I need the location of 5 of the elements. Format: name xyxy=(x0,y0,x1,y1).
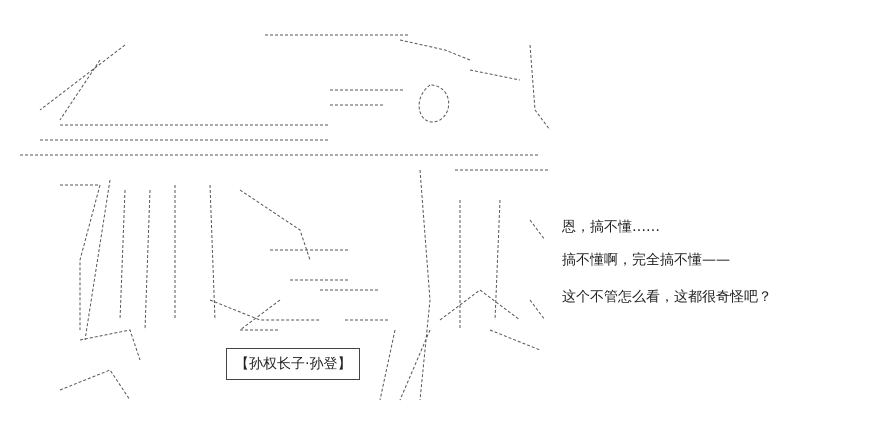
name-box xyxy=(226,348,360,380)
dialogue-text: 搞不懂啊，完全搞不懂—— xyxy=(562,251,730,269)
character-name: 【孙权长子·孙登】 xyxy=(235,356,352,372)
dialogue-text: 这个不管怎么看，这都很奇怪吧？ xyxy=(562,288,772,306)
dialogue-text: 恩，搞不懂…… xyxy=(562,218,660,236)
